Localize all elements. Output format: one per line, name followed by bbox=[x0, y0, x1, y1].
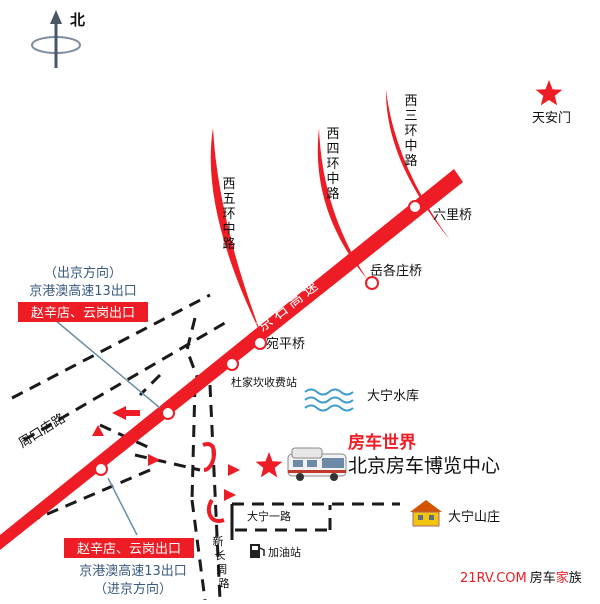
w3-char-3: 环 bbox=[404, 124, 417, 139]
bottom-exit-direction: （进京方向） bbox=[94, 581, 172, 597]
brand-domain: 21RV.COM bbox=[460, 571, 527, 586]
w5-char-4: 中 bbox=[222, 222, 235, 237]
reservoir-label: 大宁水库 bbox=[367, 388, 419, 404]
w3-char-1: 西 bbox=[404, 94, 417, 109]
w5-char-2: 五 bbox=[222, 192, 235, 207]
node-dujiakan bbox=[225, 357, 239, 371]
node-exit-bottom bbox=[94, 462, 108, 476]
w4-char-3: 环 bbox=[326, 157, 339, 172]
liuli-bridge-label: 六里桥 bbox=[433, 208, 472, 223]
dashed-road-1 bbox=[11, 293, 211, 400]
expo-star-icon bbox=[255, 452, 283, 478]
compass-label: 北 bbox=[70, 11, 85, 29]
yuegezhuang-bridge-label: 岳各庄桥 bbox=[370, 263, 422, 279]
arrow-up-icon bbox=[92, 425, 104, 436]
bottom-exit-highway: 京港澳高速13出口 bbox=[79, 563, 187, 579]
arrow-left-icon bbox=[112, 406, 126, 420]
top-exit-direction: （出京方向） bbox=[44, 265, 122, 281]
west-3rd-ring-label: 西 三 环 中 路 bbox=[404, 94, 417, 169]
tiananmen-star-icon bbox=[535, 80, 563, 106]
w4-char-5: 路 bbox=[326, 186, 339, 202]
arrow-left-tail bbox=[126, 410, 140, 416]
highway-label: 京石高速 bbox=[253, 274, 324, 335]
node-yuegezhuang bbox=[365, 276, 379, 290]
expo-title: 房车世界 bbox=[348, 432, 416, 453]
xinchang-road-label: 新 长 周 路 bbox=[213, 534, 230, 590]
w5-char-3: 环 bbox=[222, 207, 235, 222]
w5-char-1: 西 bbox=[222, 177, 235, 192]
water-waves-icon bbox=[304, 388, 354, 412]
brand-name-a: 房车 bbox=[530, 570, 556, 586]
north-arrow-icon bbox=[50, 10, 62, 24]
top-exit-highway: 京港澳高速13出口 bbox=[29, 283, 137, 299]
dashed-road-4 bbox=[185, 317, 202, 386]
bottom-callout-leader bbox=[107, 477, 138, 536]
arrow-right-icon bbox=[148, 454, 160, 466]
xc-char-4: 路 bbox=[219, 577, 230, 590]
shanzhuang-label: 大宁山庄 bbox=[448, 509, 500, 525]
bottom-exit-tag: 赵辛店、云岗出口 bbox=[77, 542, 181, 557]
west-5th-ring-label: 西 五 环 中 路 bbox=[222, 177, 235, 252]
uturn-arrow-icon bbox=[202, 442, 216, 472]
expo-subtitle: 北京房车博览中心 bbox=[348, 455, 500, 477]
interchange-nodes bbox=[94, 200, 422, 476]
compass: 北 bbox=[31, 10, 85, 68]
west-4th-ring-road bbox=[317, 128, 367, 279]
node-exit-top bbox=[161, 406, 175, 420]
top-exit-tag: 赵辛店、云岗出口 bbox=[31, 306, 135, 321]
rv-vehicle-icon bbox=[287, 447, 347, 481]
dashed-road-10 bbox=[190, 499, 207, 601]
west-4th-ring-label: 西 四 环 中 路 bbox=[326, 127, 339, 202]
node-wanping bbox=[253, 336, 267, 350]
w5-char-5: 路 bbox=[222, 236, 235, 252]
dashed-road-9 bbox=[208, 384, 222, 601]
wanping-bridge-label: 宛平桥 bbox=[266, 337, 305, 352]
w4-char-1: 西 bbox=[326, 127, 339, 142]
tiananmen-label: 天安门 bbox=[532, 111, 571, 126]
xc-char-3: 周 bbox=[217, 563, 228, 576]
brand-name-c: 族 bbox=[569, 570, 582, 586]
w3-char-5: 路 bbox=[404, 153, 417, 169]
gas-pump-icon bbox=[250, 544, 265, 558]
w4-char-4: 中 bbox=[326, 172, 339, 187]
dujiakan-toll-label: 杜家坎收费站 bbox=[231, 375, 297, 389]
top-exit-tag-box bbox=[18, 302, 148, 322]
dashed-road-5 bbox=[138, 373, 162, 397]
west-5th-ring-road bbox=[210, 128, 262, 336]
route-arrows bbox=[92, 406, 240, 501]
xc-char-1: 新 bbox=[213, 534, 224, 548]
dashed-road-8 bbox=[190, 384, 197, 501]
dashed-road-7 bbox=[134, 453, 201, 472]
w3-char-4: 中 bbox=[404, 139, 417, 154]
uturn-arrow-icon-2 bbox=[206, 498, 225, 523]
zhoukoudian-road-label: 周口店路 bbox=[16, 410, 69, 451]
w4-char-2: 四 bbox=[326, 142, 339, 157]
arrow-right-icon-2 bbox=[228, 464, 240, 476]
w3-char-2: 三 bbox=[404, 109, 417, 124]
house-icon bbox=[410, 500, 442, 527]
daning-yilu-label: 大宁一路 bbox=[247, 509, 291, 523]
xc-char-2: 长 bbox=[215, 549, 226, 562]
bottom-exit-tag-box bbox=[64, 538, 194, 558]
arrow-right-icon-3 bbox=[224, 489, 236, 501]
node-liuli bbox=[408, 200, 422, 214]
gas-station-label: 加油站 bbox=[268, 545, 301, 559]
top-callout-leader bbox=[54, 319, 161, 409]
brand-name-b: 家 bbox=[556, 570, 569, 586]
